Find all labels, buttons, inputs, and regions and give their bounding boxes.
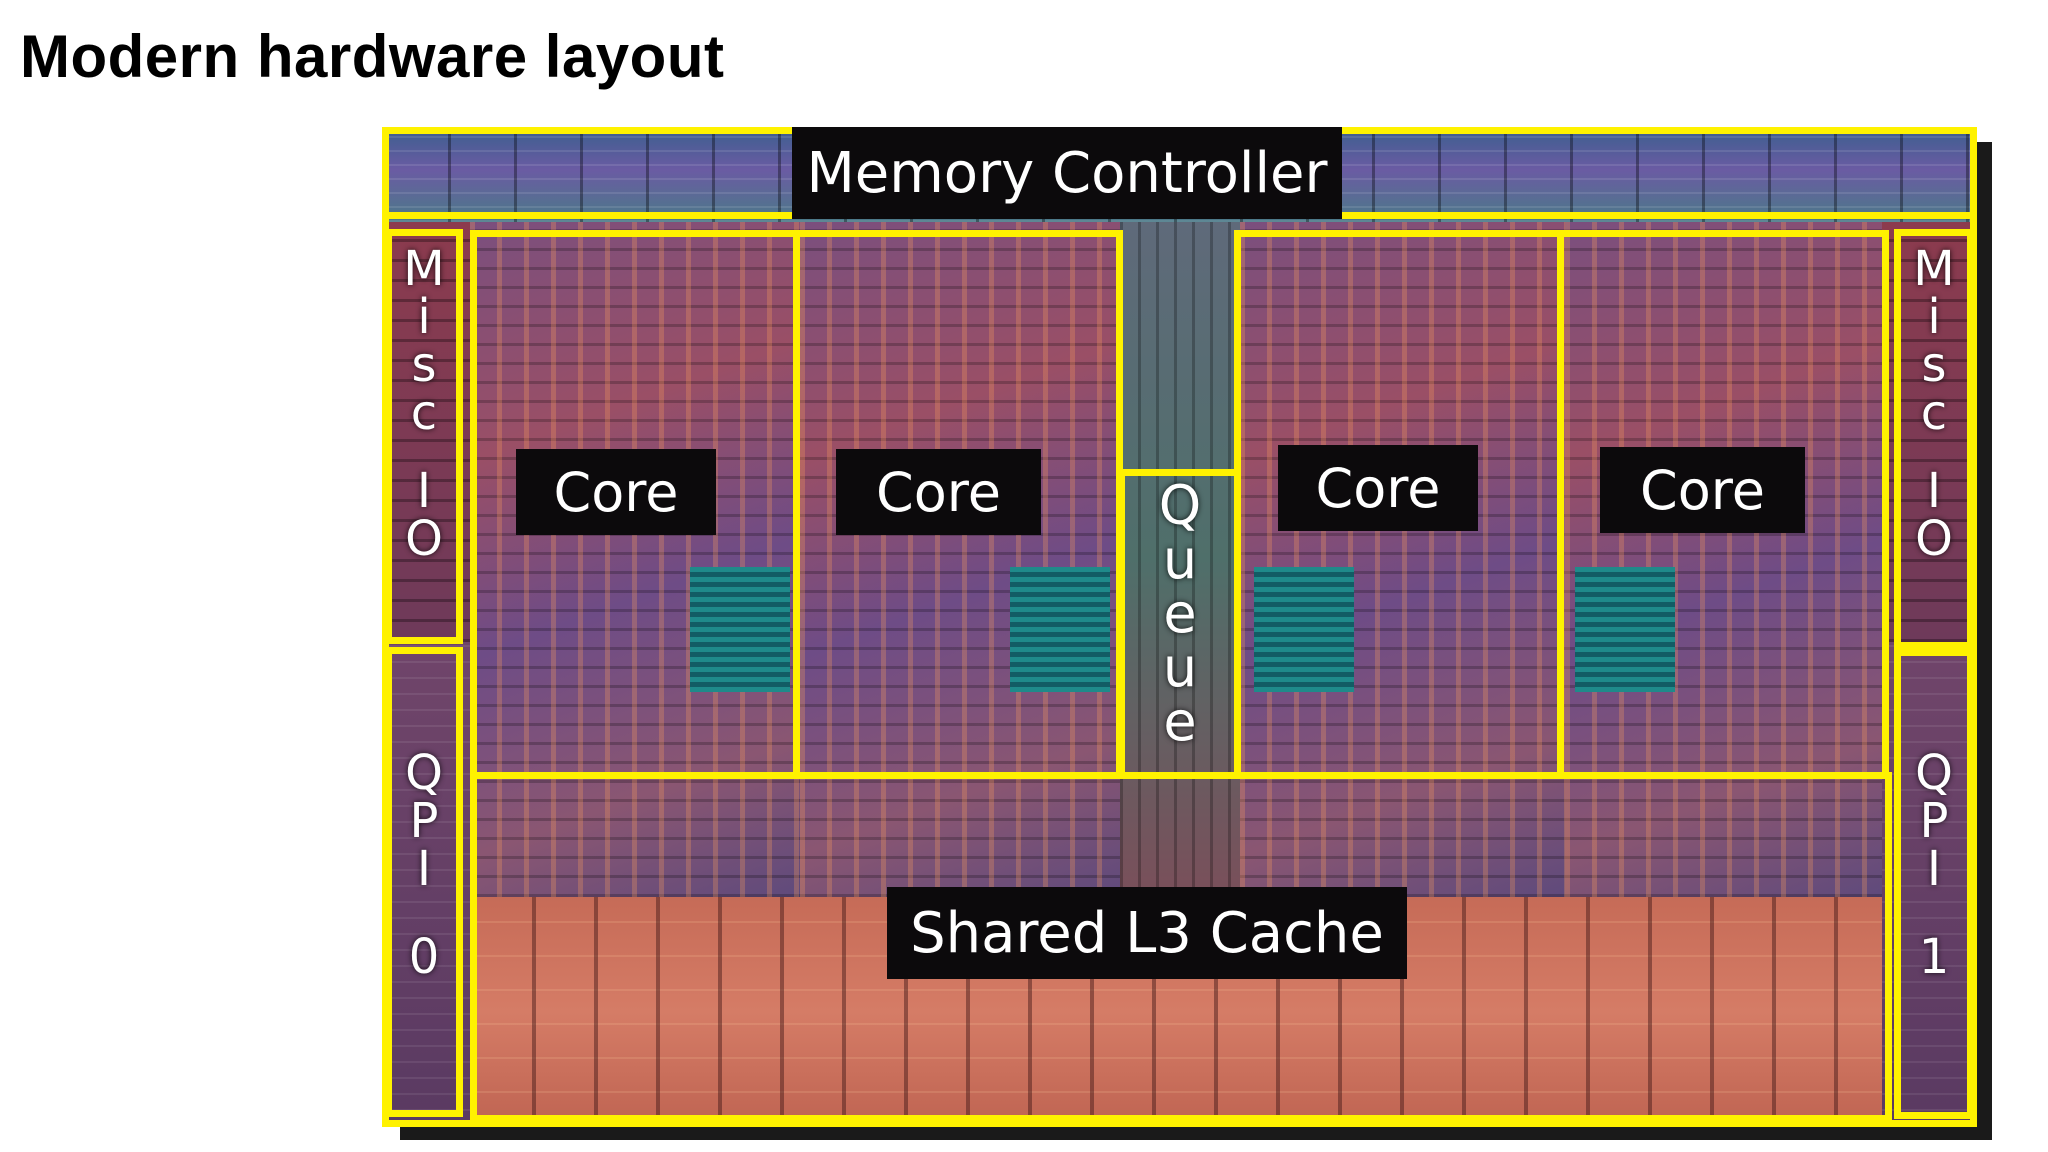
- qpi-letter: P: [409, 793, 439, 849]
- shared-cache-label: Shared L3 Cache: [887, 887, 1407, 979]
- core-3-register-block: [1254, 567, 1354, 692]
- qpi-letter: Q: [405, 745, 443, 801]
- core-region-1: [470, 222, 800, 897]
- misc-io-letter: M: [403, 241, 445, 297]
- core-4-register-block: [1575, 567, 1675, 692]
- misc-io-letter: c: [410, 385, 438, 441]
- core-2-label: Core: [836, 449, 1041, 535]
- misc-io-letter: M: [1913, 241, 1955, 297]
- core-3-label: Core: [1278, 445, 1478, 531]
- core-2-register-block: [1010, 567, 1110, 692]
- memory-controller-label: Memory Controller: [792, 127, 1342, 219]
- queue-letter: Q: [1158, 474, 1202, 537]
- queue-letter: u: [1162, 636, 1198, 699]
- qpi-left-region: [382, 642, 470, 1127]
- queue-label: Q u e u e: [1130, 479, 1230, 749]
- slide-title: Modern hardware layout: [20, 23, 725, 90]
- core-region-3: [1240, 222, 1565, 897]
- core-region-4: [1565, 222, 1882, 897]
- misc-io-letter: I: [1926, 463, 1942, 519]
- core-1-register-block: [690, 567, 790, 692]
- core-4-label: Core: [1600, 447, 1805, 533]
- misc-io-letter: O: [1915, 511, 1953, 567]
- qpi-1-label: Q P I 1: [1897, 749, 1971, 981]
- misc-io-left-label: M i s c I O: [387, 245, 461, 563]
- chip-die-diagram: Memory Controller Core Core Core Core Sh…: [382, 127, 1977, 1127]
- misc-io-letter: i: [417, 289, 431, 345]
- queue-letter: u: [1162, 528, 1198, 591]
- core-region-2: [800, 222, 1120, 897]
- qpi-letter: I: [416, 841, 432, 897]
- misc-io-right-label: M i s c I O: [1897, 245, 1971, 563]
- queue-letter: e: [1163, 690, 1197, 753]
- qpi-letter: P: [1919, 793, 1949, 849]
- misc-io-letter: i: [1927, 289, 1941, 345]
- qpi-letter: 0: [408, 929, 440, 985]
- misc-io-left-region: [382, 222, 470, 642]
- core-1-label: Core: [516, 449, 716, 535]
- misc-io-letter: O: [405, 511, 443, 567]
- qpi-letter: I: [1926, 841, 1942, 897]
- queue-letter: e: [1163, 582, 1197, 645]
- misc-io-letter: s: [411, 337, 437, 393]
- qpi-letter: 1: [1918, 929, 1950, 985]
- misc-io-letter: I: [416, 463, 432, 519]
- misc-io-letter: c: [1920, 385, 1948, 441]
- misc-io-letter: s: [1921, 337, 1947, 393]
- shared-cache-outline: [470, 772, 1892, 1122]
- qpi-0-label: Q P I 0: [387, 749, 461, 981]
- qpi-letter: Q: [1915, 745, 1953, 801]
- queue-region: [1120, 222, 1240, 897]
